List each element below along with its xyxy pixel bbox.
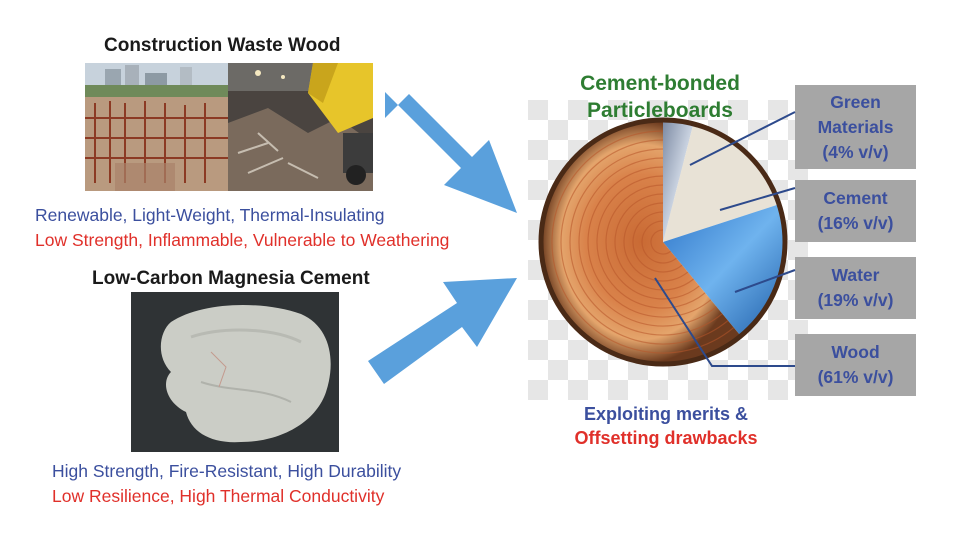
wood-merits-text: Renewable, Light-Weight, Thermal-Insulat… [35, 205, 385, 225]
tree-ring [650, 229, 672, 255]
tree-ring [632, 211, 683, 273]
cement-drawbacks-text: Low Resilience, High Thermal Conductivit… [52, 486, 385, 506]
composition-box-wood: Wood (61% v/v) [795, 334, 916, 396]
pie-slice-water [663, 204, 785, 337]
composition-box-water: Water (19% v/v) [795, 257, 916, 319]
tree-ring [569, 148, 723, 336]
composition-name-line1: Wood [831, 342, 880, 362]
composition-name-line2: Materials [817, 116, 894, 137]
leader-line-water [734, 269, 796, 293]
construction-site-photo [85, 63, 228, 191]
pie-slice-wood [541, 120, 741, 364]
cement-merits-text: High Strength, Fire-Resistant, High Dura… [52, 461, 402, 481]
waste-dumping-photo [228, 63, 373, 191]
tree-ring [614, 193, 694, 291]
wood-to-board-arrow [385, 92, 517, 213]
tree-ring [560, 139, 729, 345]
tree-ring [587, 166, 712, 318]
cement-to-board-arrow [368, 278, 517, 384]
composition-value: (61% v/v) [817, 367, 894, 387]
product-title-line1: Cement-bonded [580, 72, 740, 95]
tree-ring [578, 157, 717, 327]
magnesia-cement-heading: Low-Carbon Magnesia Cement [92, 268, 370, 289]
pie-slice-cement [663, 123, 780, 242]
particleboard-composition-pie [538, 117, 788, 367]
leader-line-green-materials [689, 111, 796, 166]
magnesia-cement-photo [131, 292, 339, 452]
tree-ring [623, 202, 689, 282]
product-caption-line1: Exploiting merits & [583, 404, 749, 424]
product-title-line2: Particleboards [587, 99, 733, 122]
leader-line-wood [654, 277, 795, 367]
tree-ring [641, 220, 677, 264]
tree-ring [605, 184, 700, 300]
leader-line-cement [719, 187, 796, 211]
composition-name-line1: Green [830, 91, 881, 112]
composition-name-line1: Water [831, 265, 880, 285]
composition-value: (4% v/v) [822, 141, 889, 162]
pie-slice-green-materials [663, 120, 694, 242]
product-caption: Exploiting merits & Offsetting drawbacks [556, 402, 776, 450]
composition-box-cement: Cement (16% v/v) [795, 180, 916, 242]
wood-drawbacks-text: Low Strength, Inflammable, Vulnerable to… [35, 230, 450, 250]
tree-ring [596, 175, 706, 309]
construction-waste-wood-heading: Construction Waste Wood [104, 35, 341, 56]
product-caption-line2: Offsetting drawbacks [574, 428, 758, 448]
composition-name-line1: Cement [823, 188, 888, 208]
composition-value: (19% v/v) [817, 290, 894, 310]
composition-value: (16% v/v) [817, 213, 894, 233]
product-title: Cement-bonded Particleboards [560, 70, 760, 124]
tree-ring [551, 130, 735, 354]
composition-box-green-materials: Green Materials (4% v/v) [795, 85, 916, 169]
